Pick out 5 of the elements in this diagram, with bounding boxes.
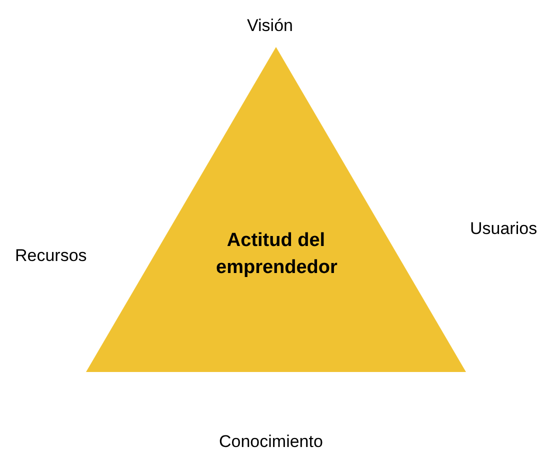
- side-label: Recursos: [15, 246, 87, 266]
- side-label: Usuarios: [470, 219, 538, 239]
- base-label: Conocimiento: [219, 432, 323, 452]
- node-title: Actitud del emprendedor: [216, 229, 336, 280]
- vertex-label: Visión: [247, 16, 293, 36]
